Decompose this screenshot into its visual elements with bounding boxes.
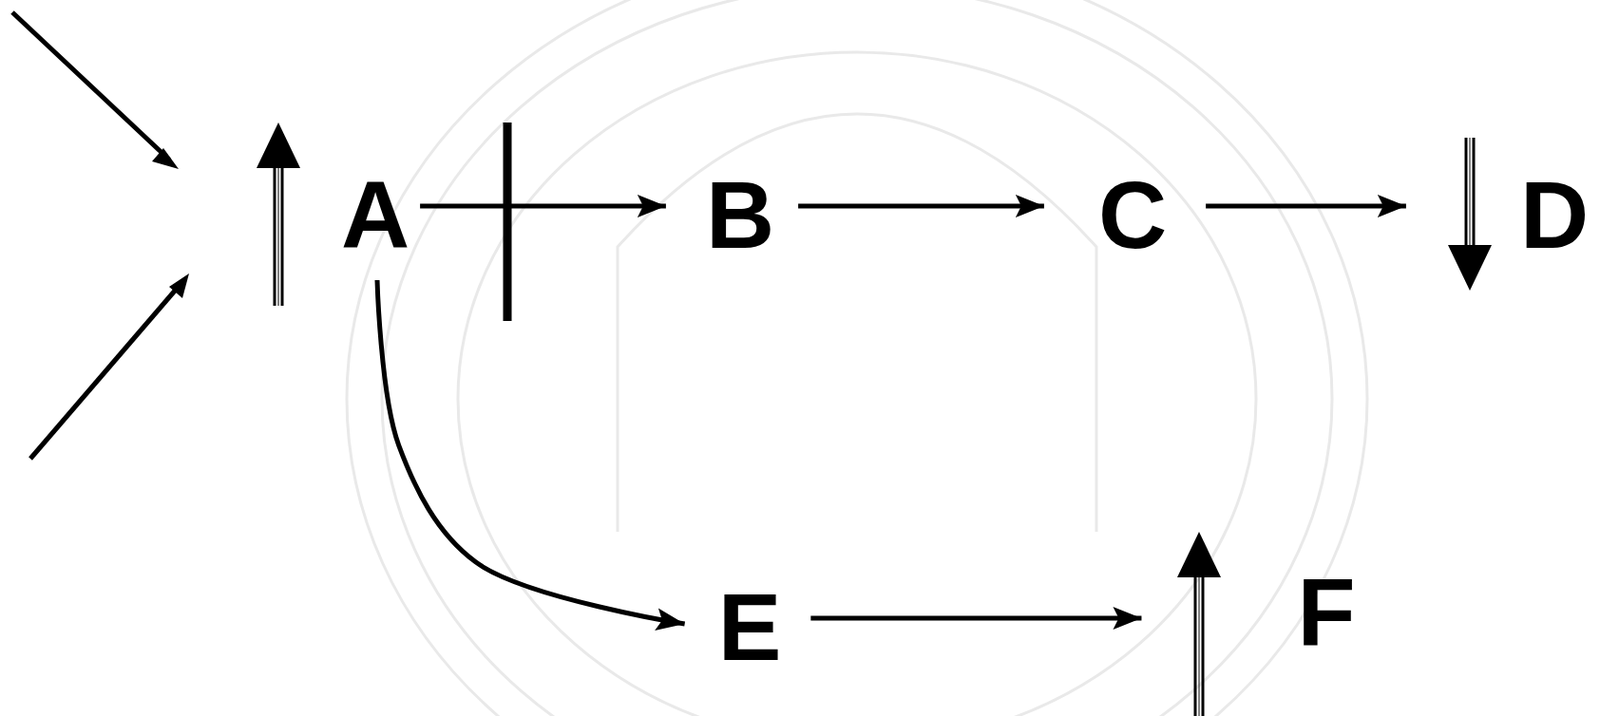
pathway-arrow <box>1205 204 1407 210</box>
seal-outer-ring <box>346 0 1368 716</box>
node-letter: E <box>718 579 782 675</box>
increase-arrow <box>256 122 301 306</box>
seal-inner-ring <box>457 52 1257 716</box>
node-letter: F <box>1296 564 1355 660</box>
node-label: D <box>1518 167 1591 263</box>
pathway-arrow <box>377 280 686 625</box>
node-label: F <box>1295 564 1357 660</box>
input-arrow <box>30 283 182 459</box>
pathway-arrow <box>810 616 1142 622</box>
input-arrowhead <box>169 273 190 299</box>
decrease-arrow <box>1447 137 1492 291</box>
pathway-arrow <box>419 204 667 210</box>
node-label: B <box>704 167 777 263</box>
node-letter: C <box>1098 167 1167 263</box>
input-arrow <box>12 12 170 160</box>
node-letter: B <box>705 167 775 263</box>
node-letter: A <box>341 167 410 263</box>
node-label: A <box>339 167 412 263</box>
node-letter: D <box>1520 167 1589 263</box>
node-label: E <box>716 579 784 675</box>
pathway-arrow <box>798 204 1045 210</box>
inhibition-bar <box>503 122 513 322</box>
node-label: C <box>1096 167 1169 263</box>
seal-watermark <box>346 0 1368 716</box>
seal-arch <box>617 114 1097 533</box>
increase-arrow <box>1177 532 1221 716</box>
seal-middle-ring <box>381 0 1333 716</box>
input-arrowhead <box>152 148 179 170</box>
